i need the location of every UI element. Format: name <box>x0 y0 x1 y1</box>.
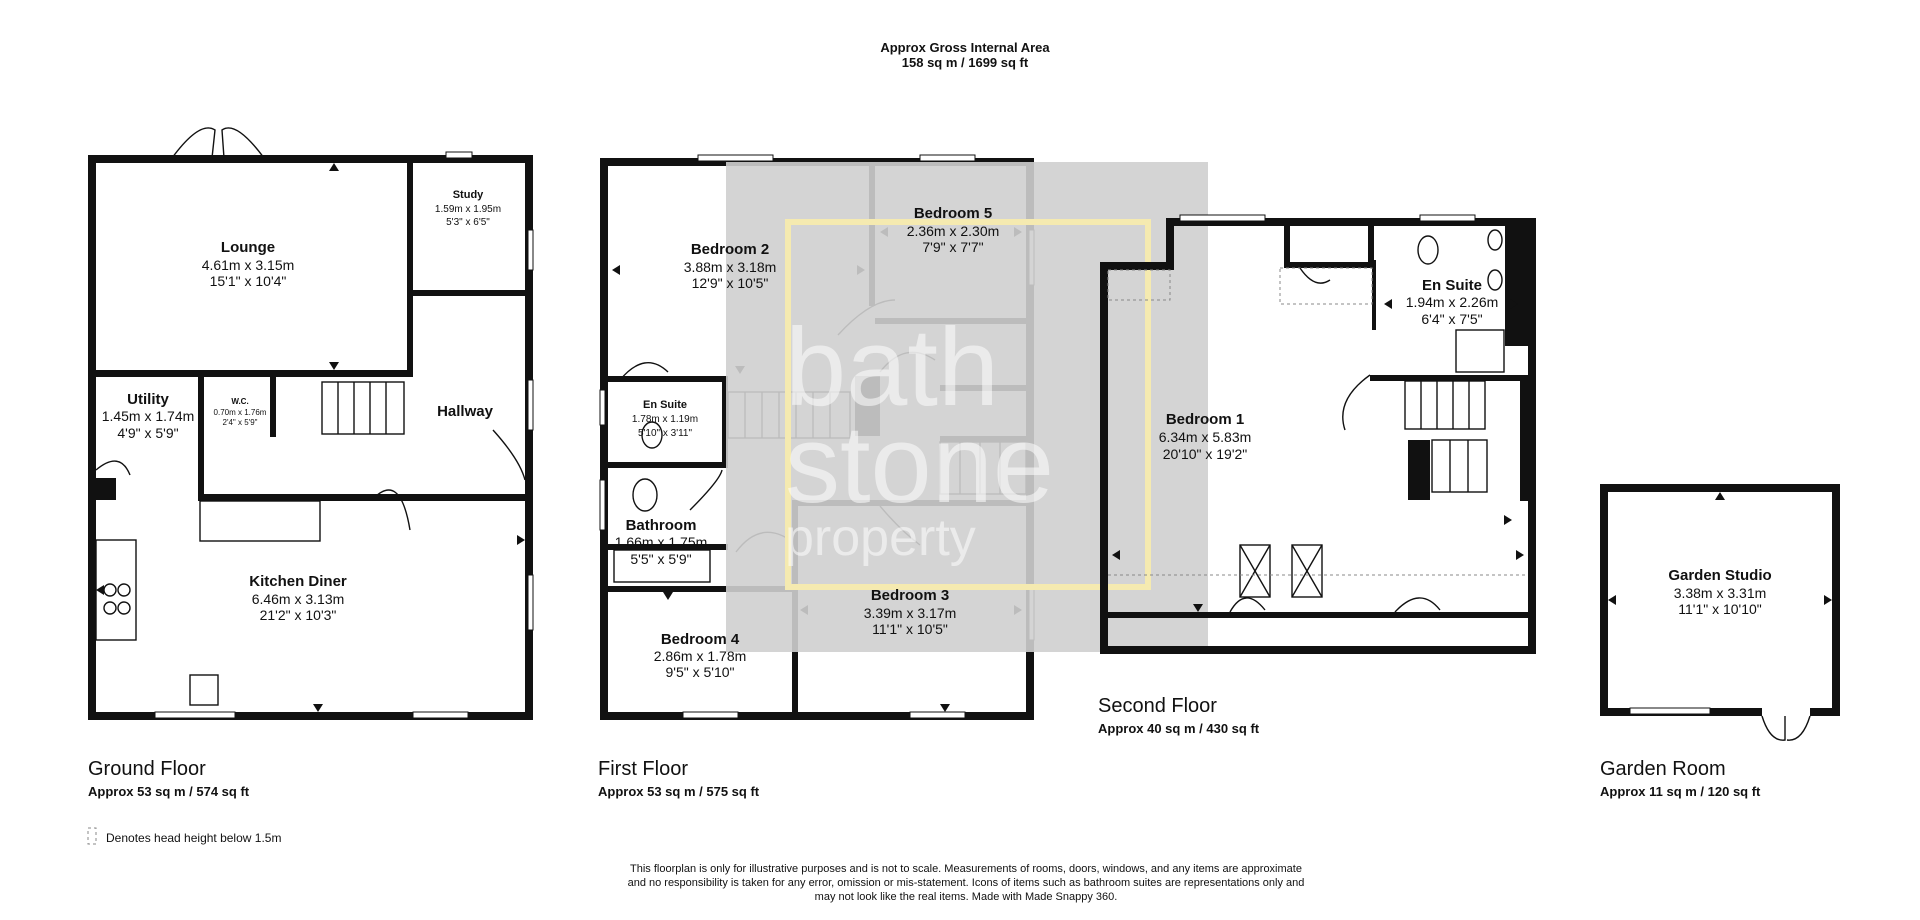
ground-floor-area: Approx 53 sq m / 574 sq ft <box>88 784 250 799</box>
room-studio-name: Garden Studio <box>1668 567 1771 584</box>
room-bedroom4-imperial: 9'5" x 5'10" <box>666 664 735 680</box>
room-wc-imperial: 2'4" x 5'9" <box>223 418 258 427</box>
room-ensuite2-name: En Suite <box>1422 277 1482 294</box>
room-bedroom2-metric: 3.88m x 3.18m <box>684 259 777 275</box>
room-lounge-metric: 4.61m x 3.15m <box>202 257 295 273</box>
room-ensuite1-name: En Suite <box>643 399 687 411</box>
room-utility-metric: 1.45m x 1.74m <box>102 408 195 424</box>
garden-room-area: Approx 11 sq m / 120 sq ft <box>1600 784 1761 799</box>
disclaimer-line-1: This floorplan is only for illustrative … <box>630 863 1302 875</box>
disclaimer-line-3: may not look like the real items. Made w… <box>815 891 1118 903</box>
room-studio-imperial: 11'1" x 10'10" <box>1678 601 1762 617</box>
room-bathroom-metric: 1.66m x 1.75m <box>615 534 708 550</box>
room-bathroom-name: Bathroom <box>626 517 697 534</box>
room-bedroom1-name: Bedroom 1 <box>1166 411 1244 428</box>
room-lounge-imperial: 15'1" x 10'4" <box>210 273 287 289</box>
watermark-line-2: stone <box>785 403 1054 526</box>
watermark-line-1: bath <box>785 306 999 429</box>
room-bathroom-imperial: 5'5" x 5'9" <box>630 551 691 567</box>
garden-room-title: Garden Room <box>1600 758 1726 780</box>
ground-floor-plan <box>88 127 534 720</box>
first-floor-title: First Floor <box>598 758 688 780</box>
room-bedroom2-imperial: 12'9" x 10'5" <box>692 275 769 291</box>
gross-area-title: Approx Gross Internal Area <box>880 40 1050 55</box>
room-ensuite2-imperial: 6'4" x 7'5" <box>1421 311 1482 327</box>
watermark-line-3: property <box>785 509 976 567</box>
room-utility-name: Utility <box>127 391 169 408</box>
room-kitchen-metric: 6.46m x 3.13m <box>252 591 345 607</box>
room-wc-name: W.C. <box>231 397 248 406</box>
first-floor-area: Approx 53 sq m / 575 sq ft <box>598 784 760 799</box>
disclaimer-line-2: and no responsibility is taken for any e… <box>628 877 1305 889</box>
room-lounge-name: Lounge <box>221 239 275 256</box>
room-bedroom3-name: Bedroom 3 <box>871 587 949 604</box>
room-hallway-name: Hallway <box>437 403 494 420</box>
head-height-legend-icon <box>87 827 97 845</box>
room-study-metric: 1.59m x 1.95m <box>435 204 501 215</box>
room-utility-imperial: 4'9" x 5'9" <box>117 425 178 441</box>
room-kitchen-imperial: 21'2" x 10'3" <box>260 607 337 623</box>
room-bedroom1-imperial: 20'10" x 19'2" <box>1163 446 1248 462</box>
head-height-legend-text: Denotes head height below 1.5m <box>106 831 281 845</box>
ground-floor-title: Ground Floor <box>88 758 206 780</box>
room-bedroom4-metric: 2.86m x 1.78m <box>654 648 747 664</box>
room-study-imperial: 5'3" x 6'5" <box>446 217 490 228</box>
room-study-name: Study <box>453 189 484 201</box>
room-ensuite2-metric: 1.94m x 2.26m <box>1406 294 1499 310</box>
room-bedroom5-name: Bedroom 5 <box>914 205 992 222</box>
room-wc-metric: 0.70m x 1.76m <box>214 408 267 417</box>
room-bedroom5-imperial: 7'9" x 7'7" <box>922 239 983 255</box>
room-ensuite1-metric: 1.78m x 1.19m <box>632 414 698 425</box>
room-ensuite1-imperial: 5'10" x 3'11" <box>638 428 693 439</box>
garden-room-plan <box>1600 484 1840 741</box>
room-bedroom5-metric: 2.36m x 2.30m <box>907 223 1000 239</box>
room-bedroom3-imperial: 11'1" x 10'5" <box>872 621 948 637</box>
room-bedroom4-name: Bedroom 4 <box>661 631 740 648</box>
room-kitchen-name: Kitchen Diner <box>249 573 347 590</box>
second-floor-plan <box>1100 214 1536 654</box>
second-floor-area: Approx 40 sq m / 430 sq ft <box>1098 721 1260 736</box>
room-bedroom3-metric: 3.39m x 3.17m <box>864 605 957 621</box>
room-bedroom1-metric: 6.34m x 5.83m <box>1159 429 1252 445</box>
second-floor-title: Second Floor <box>1098 695 1217 717</box>
gross-area-value: 158 sq m / 1699 sq ft <box>902 55 1029 70</box>
room-studio-metric: 3.38m x 3.31m <box>1674 585 1767 601</box>
watermark: bath stone property <box>726 162 1208 652</box>
room-bedroom2-name: Bedroom 2 <box>691 241 769 258</box>
